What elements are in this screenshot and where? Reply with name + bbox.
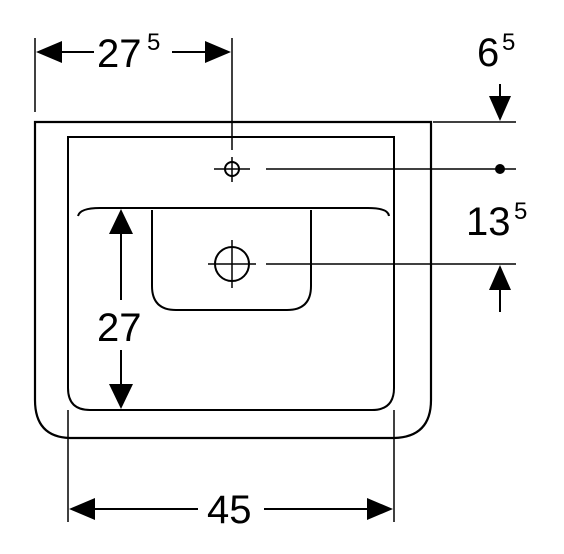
basin-shelf-line: [77, 207, 390, 217]
drain-recess: [151, 210, 312, 311]
arrow-left-icon: [36, 41, 62, 63]
arrow-up-icon: [489, 265, 511, 290]
dim-width-bottom-label: 45: [207, 488, 252, 532]
dim-rim-offset-sup: 5: [502, 29, 515, 56]
basin-inner-outline: [67, 136, 395, 411]
arrow-left-icon: [69, 498, 95, 520]
dim-hole-spacing-sup: 5: [514, 198, 527, 225]
arrow-down-icon: [109, 384, 133, 409]
dim-width-top-label: 27: [97, 32, 142, 76]
dim-rim-offset-label: 6: [477, 31, 499, 75]
arrow-down-icon: [489, 96, 511, 121]
dim-depth-label: 27: [97, 306, 142, 350]
arrow-right-icon: [367, 498, 393, 520]
dim-hole-spacing-label: 13: [466, 200, 511, 244]
arrow-right-icon: [205, 41, 231, 63]
arrow-up-icon: [109, 209, 133, 234]
dim-width-top-sup: 5: [147, 29, 160, 56]
tap-row-dot: [495, 164, 505, 174]
